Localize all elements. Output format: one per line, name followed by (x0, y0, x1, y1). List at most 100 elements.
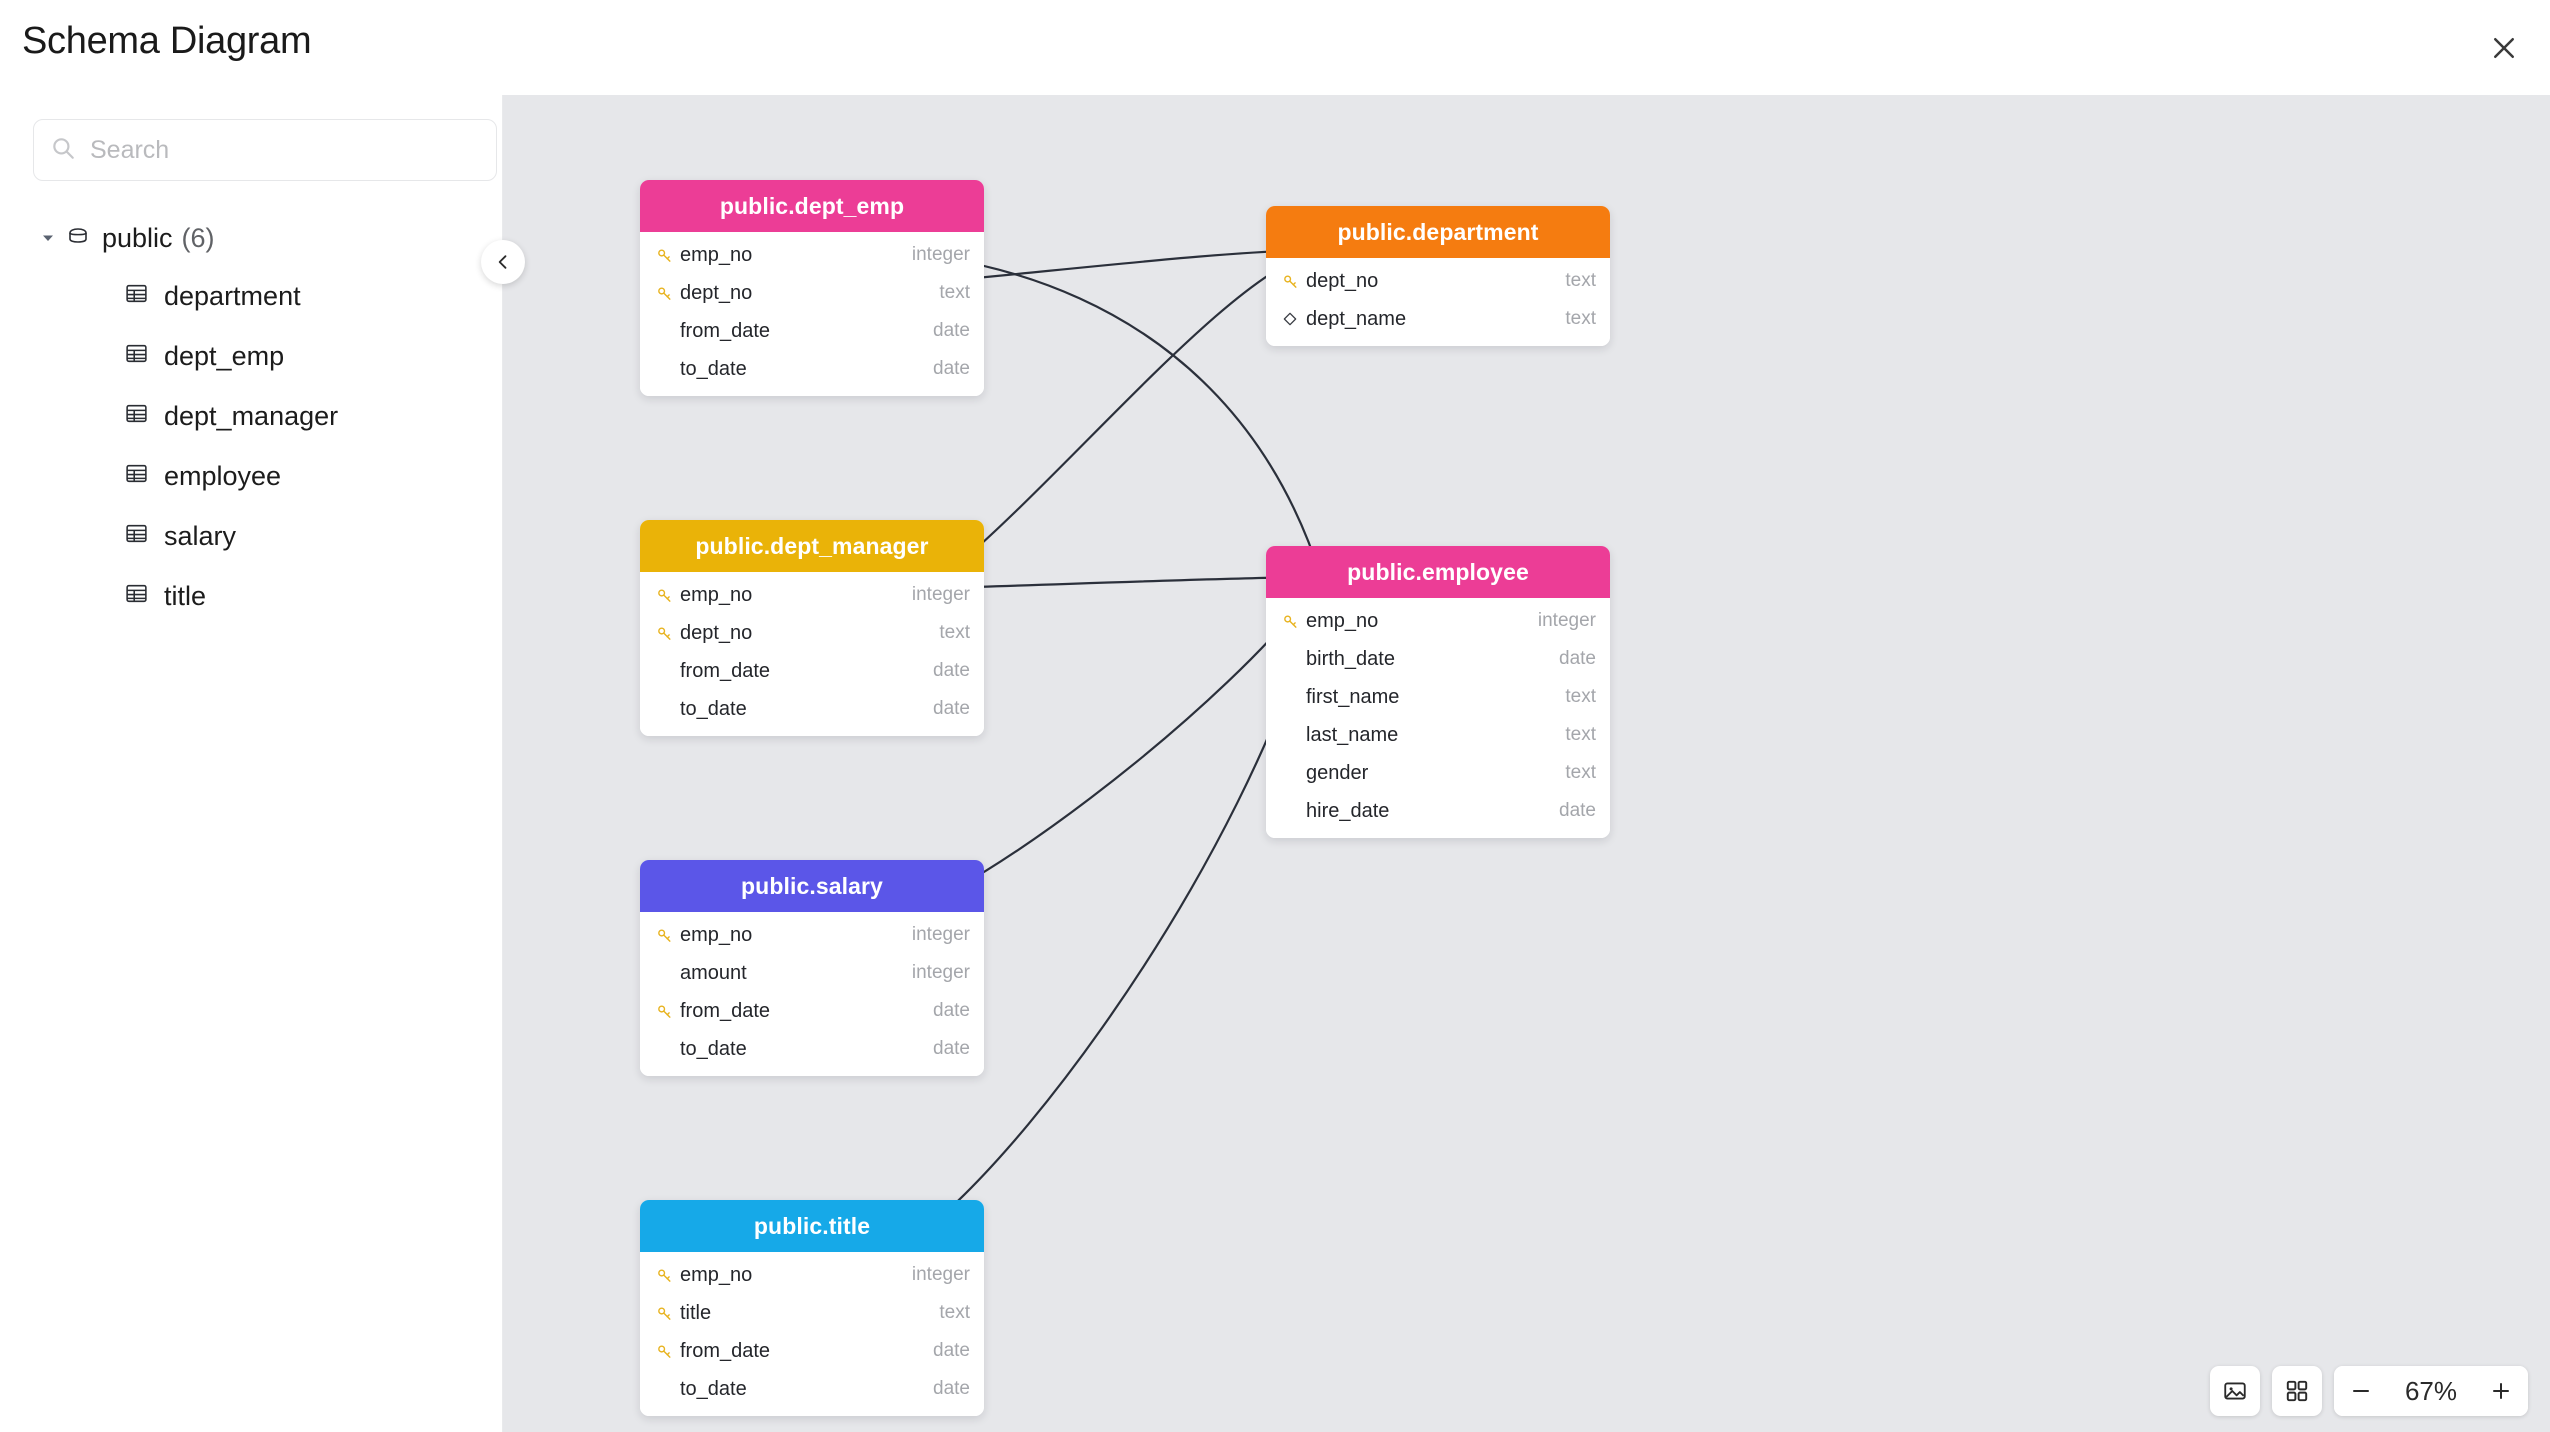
field-name: dept_no (680, 621, 753, 644)
table-field-row[interactable]: dept_no text (640, 614, 984, 652)
sidebar-item-employee[interactable]: employee (0, 446, 503, 506)
field-name: emp_no (680, 243, 753, 266)
field-name: from_date (680, 1339, 771, 1362)
caret-down-icon[interactable] (40, 230, 62, 246)
field-name: last_name (1306, 723, 1399, 746)
field-type: text (1565, 686, 1596, 707)
field-type: text (1565, 724, 1596, 745)
field-type: date (933, 1000, 970, 1021)
key-icon (652, 1003, 676, 1020)
field-name: to_date (680, 697, 747, 720)
table-node-title: public.dept_emp (640, 180, 984, 232)
table-field-row[interactable]: emp_no integer (640, 576, 984, 614)
sidebar-item-dept_manager[interactable]: dept_manager (0, 386, 503, 446)
chevron-left-icon[interactable] (481, 240, 525, 284)
table-field-row[interactable]: last_name text (1266, 716, 1610, 754)
field-name: to_date (680, 1037, 747, 1060)
sidebar-item-label: employee (164, 460, 282, 491)
sidebar-item-department[interactable]: department (0, 266, 503, 326)
table-field-row[interactable]: dept_no text (640, 274, 984, 312)
table-field-row[interactable]: emp_no integer (640, 916, 984, 954)
sidebar-item-schema-public[interactable]: public (6) (0, 210, 503, 266)
key-icon (652, 927, 676, 944)
field-type: text (939, 1302, 970, 1323)
sidebar-item-title[interactable]: title (0, 566, 503, 626)
table-node-title: public.title (640, 1200, 984, 1252)
table-node-title: public.dept_manager (640, 520, 984, 572)
sidebar: public (6) department dept_emp dept_mana… (0, 95, 503, 1432)
table-icon (124, 281, 149, 311)
key-icon (652, 587, 676, 604)
field-type: text (939, 282, 970, 303)
table-icon (124, 461, 149, 491)
key-icon (652, 285, 676, 302)
field-name: emp_no (680, 923, 753, 946)
image-export-icon[interactable] (2210, 1366, 2260, 1416)
search-input[interactable] (90, 135, 480, 165)
field-name: dept_no (1306, 269, 1379, 292)
table-field-row[interactable]: dept_no text (1266, 262, 1610, 300)
field-type: date (933, 1378, 970, 1399)
zoom-out-button[interactable] (2334, 1366, 2388, 1416)
sidebar-item-dept_emp[interactable]: dept_emp (0, 326, 503, 386)
key-icon (1278, 613, 1302, 630)
close-icon[interactable] (2478, 22, 2530, 74)
zoom-in-button[interactable] (2474, 1366, 2528, 1416)
field-type: text (1565, 270, 1596, 291)
field-type: integer (911, 584, 970, 605)
field-name: dept_no (680, 281, 753, 304)
table-list: department dept_emp dept_manager employe… (0, 266, 503, 626)
table-node-title: public.salary (640, 860, 984, 912)
sidebar-item-salary[interactable]: salary (0, 506, 503, 566)
grid-layout-icon[interactable] (2272, 1366, 2322, 1416)
field-type: integer (1537, 610, 1596, 631)
sidebar-item-label: dept_emp (164, 340, 285, 371)
field-type: integer (911, 924, 970, 945)
table-icon (124, 401, 149, 431)
table-node-dept_manager[interactable]: public.dept_manager emp_no integer dept_n… (640, 520, 984, 736)
table-node-title: public.department (1266, 206, 1610, 258)
field-type: integer (911, 1264, 970, 1285)
key-icon (652, 1343, 676, 1360)
database-schema-icon (66, 224, 90, 253)
key-icon (652, 247, 676, 264)
field-name: emp_no (680, 583, 753, 606)
zoom-control: 67% (2334, 1366, 2528, 1416)
schema-name: public (102, 222, 173, 253)
field-type: date (1559, 800, 1596, 821)
table-field-row[interactable]: hire_date date (1266, 792, 1610, 830)
field-name: amount (680, 961, 747, 984)
key-icon (652, 1267, 676, 1284)
field-name: hire_date (1306, 799, 1390, 822)
search-box[interactable] (33, 119, 497, 181)
zoom-level-value: 67% (2404, 1375, 2458, 1406)
field-type: text (939, 622, 970, 643)
